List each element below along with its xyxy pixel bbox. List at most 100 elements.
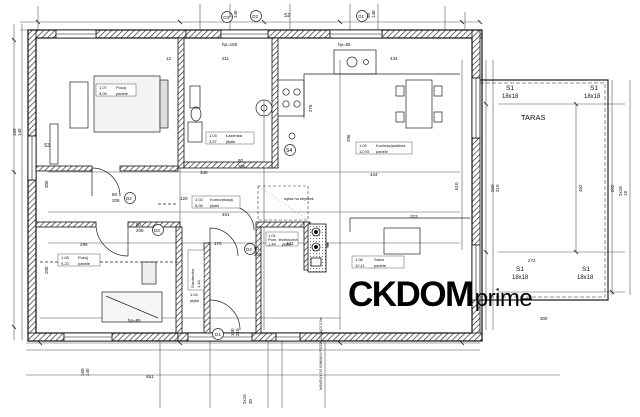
room-garderoba-no: 1.04 [190,292,199,297]
dim-door-80-a: 80 [112,192,118,197]
dim-bottom-a: 160 [80,368,85,376]
window-tags [124,10,368,340]
attic-hatch [257,185,309,221]
dimension-lines [13,4,631,408]
room-pokoj1-no: 1.07 [99,85,108,90]
dim-door-80-c: 80 [254,246,260,251]
d1-tag: D1 [215,332,221,337]
s1-size-b: 18x18 [584,94,601,100]
room-garderoba-name: Garderoba [190,268,195,288]
d2-tag: D2 [126,196,132,201]
dim-o3-b: 210 [235,328,240,336]
room-komunikacja-name: Komunikacja [210,197,234,202]
brand-word-bold: CKDOM [348,275,474,314]
dim-right-b: 210 [495,184,500,192]
dim-top-c: 90 [366,12,371,18]
dim-left-a: 160 [12,128,17,136]
s1-size-d: 18x18 [577,275,594,281]
dim-276: 276 [308,104,313,112]
s1-tag-c: S1 [516,266,524,273]
dim-462: 462 [578,184,583,192]
interior-walls [35,37,329,334]
s4-tag: S4 [286,148,292,154]
room-kuchnia-name: Kuchnia/jadalnia [376,143,406,148]
dim-door-205-a: 205 [112,198,120,203]
taras-label: TARAS [521,113,545,122]
room-labels: 1.07 Pokój 9,09 panele 1.03 Łazienka 3,5… [57,83,413,303]
room-kuchnia-finish: panele [376,149,389,154]
dim-lintel-c: hp=85 [128,318,141,323]
dim-left-b: 140 [17,128,22,136]
dim-451: 451 [222,212,230,217]
dim-top-a: 70 [228,12,233,18]
dim-170: 170 [214,241,222,246]
dim-right-sq-a: 2x18 [618,186,623,196]
dim-door-205-d: 205 [238,164,246,169]
room-lazienka-finish: płytki [226,139,235,144]
dim-top-b: 140 [233,10,238,18]
s1-tag-d: S1 [582,266,590,273]
room-pokoj2-no: 1.08 [61,255,70,260]
s1-tag-a: S1 [506,85,514,92]
dim-300: 300 [540,316,548,321]
dim-551: 551 [146,374,154,379]
room-garderoba-area: 1,44 [196,279,201,288]
room-pokoj1-area: 9,09 [99,91,108,96]
dim-bottom-b: 140 [85,368,90,376]
s2-tag: S2 [284,13,290,19]
o1-tag: O1 [358,14,365,19]
room-pom-tech-name: Pom. techniczne [268,237,298,242]
dim-102: 102 [286,241,294,246]
o2-tag: O2 [252,14,259,19]
s3-tag: S3 [44,143,50,149]
d3-tag: D3 [154,228,160,233]
dim-434-b: 434 [370,172,378,177]
terrace [480,79,609,301]
dim-top-d: 140 [371,10,376,18]
dim-502: 502 [610,184,615,192]
o3-tag: O3 [223,15,230,20]
room-pokoj2-area: 9,23 [61,261,70,266]
wylaz-label-note: wyłaz na stryszek [284,197,314,201]
dim-right-a: 260 [490,184,495,192]
brand-word-light: prime [474,285,533,312]
dim-396: 396 [346,134,351,142]
room-salon-no: 1.06 [355,257,364,262]
room-komunikacja-area: 6,06 [195,203,204,208]
dim-lintel-a: hp=155 [222,42,238,47]
room-garderoba-finish: płytki [190,298,199,303]
kominek-note: NAWIEWY DO KOMINKA PRZEDŁUŻAJĄCE 0,5m [318,317,323,390]
room-lazienka-area: 3,57 [209,139,218,144]
dim-door-80-d: 80 [238,158,244,163]
room-komunikacja-finish: płytki [210,203,219,208]
s1-size-a: 18x18 [502,94,519,100]
dim-12-a: 12 [166,56,172,61]
room-pokoj1-finish: panele [116,91,129,96]
room-pokoj1-name: Pokój [116,85,126,90]
dim-120: 120 [180,196,188,201]
room-kuchnia-no: 1.05 [359,143,368,148]
room-pom-tech-area: 1,44 [268,242,277,247]
s1-size-c: 18x18 [512,275,529,281]
dim-lintel-b: hp=55 [338,42,351,47]
dim-200: 200 [44,266,49,274]
room-pokoj2-name: Pokój [78,255,88,260]
dim-door-80-b: 80 [136,222,142,227]
dimension-texts: 70 140 90 140 160 140 260 210 12 211 434… [12,10,628,404]
dim-bot-a: 2x15 [242,394,247,404]
room-pom-tech-no: 1.01 [268,233,277,238]
room-salon-name: Salon [374,257,384,262]
dim-323: 323 [410,214,418,219]
dim-434-a: 434 [390,56,398,61]
dim-272: 272 [528,258,536,263]
s1-tag-b: S1 [590,85,598,92]
dim-door-205-b: 205 [136,228,144,233]
room-salon-area: 12,11 [355,263,365,268]
room-salon-finish: panele [374,263,387,268]
dim-299: 299 [80,242,88,247]
dim-340: 340 [200,170,208,175]
dim-right-sq-b: 18 [623,190,628,196]
plan-labels: TARAS wyłaz na stryszek NAWIEWY DO KOMIN… [44,13,601,390]
room-pokoj2-finish: panele [78,261,91,266]
